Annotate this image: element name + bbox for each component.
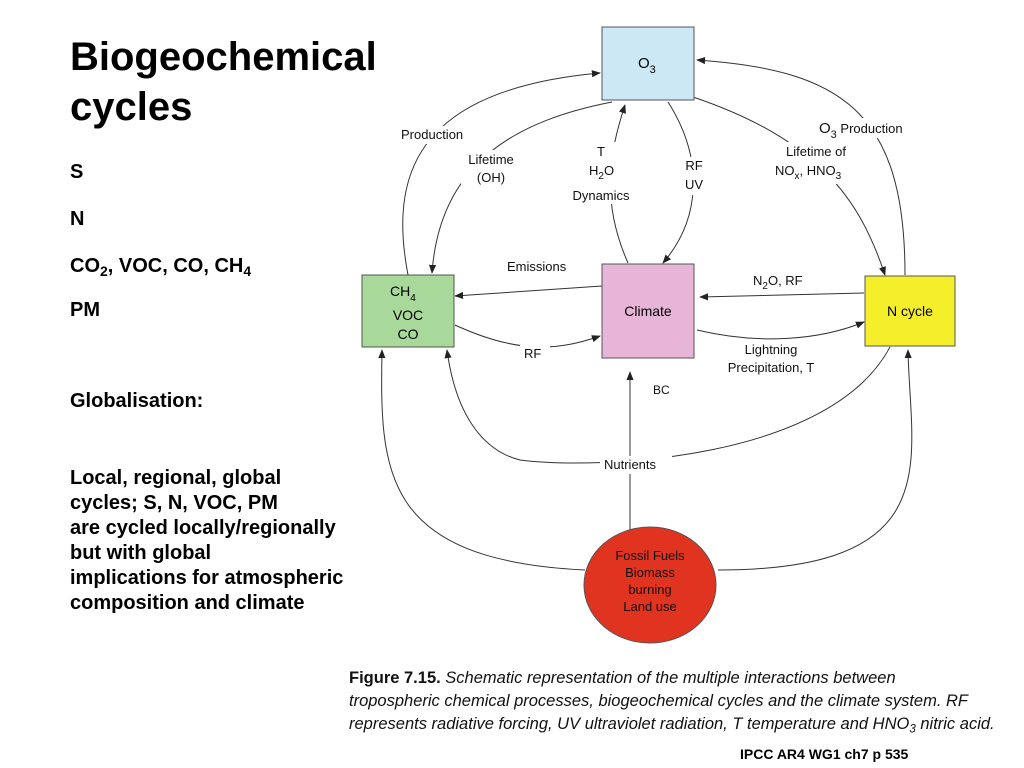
node-ncycle-label: N cycle bbox=[887, 303, 933, 319]
label-o3-production: O3 Production bbox=[819, 120, 903, 141]
node-climate-label: Climate bbox=[624, 303, 672, 319]
node-ch4 bbox=[361, 274, 455, 348]
node-climate bbox=[601, 263, 695, 359]
node-o3 bbox=[601, 26, 695, 101]
h2o-end: O bbox=[604, 163, 614, 178]
h2o-main: H bbox=[589, 163, 598, 178]
o3p-end: Production bbox=[837, 121, 903, 136]
arrow-ch4-to-climate bbox=[454, 324, 601, 348]
globalisation-paragraph: Local, regional, global cycles; S, N, VO… bbox=[70, 466, 430, 616]
o3p-sub: 3 bbox=[831, 129, 837, 141]
source-credit: IPCC AR4 WG1 ch7 p 535 bbox=[740, 746, 909, 762]
bullet-n: N bbox=[70, 208, 85, 230]
label-lifetime-of: Lifetime of bbox=[786, 144, 846, 159]
label-rf-lower: RF bbox=[524, 346, 541, 361]
arrow-climate-to-ch4 bbox=[454, 285, 603, 300]
ch4-sub: 4 bbox=[410, 293, 416, 304]
label-lightning: Lightning bbox=[745, 342, 798, 357]
caption-line-3: represents radiative forcing, UV ultravi… bbox=[349, 715, 995, 736]
arrow-ch4-to-o3 bbox=[402, 70, 601, 276]
label-production: Production bbox=[401, 127, 463, 142]
caption-line-1: Figure 7.15. Schematic representation of… bbox=[349, 669, 896, 687]
o3p-main: O bbox=[819, 120, 831, 137]
slide-title: Biogeochemical cycles bbox=[70, 32, 430, 132]
label-bc: BC bbox=[653, 383, 670, 397]
arrow-ncycle-to-o3 bbox=[696, 56, 906, 276]
bullet-s: S bbox=[70, 161, 84, 183]
h2o-sub: 2 bbox=[598, 171, 604, 182]
ch4-main: CH bbox=[390, 283, 410, 299]
label-n2o-rf: N2O, RF bbox=[753, 273, 803, 292]
nox-main: NO bbox=[775, 163, 795, 178]
n2o-main: N bbox=[753, 273, 762, 288]
paragraph-line: Local, regional, global bbox=[70, 467, 282, 489]
title-line-1: Biogeochemical bbox=[70, 35, 377, 79]
nox-mid: , HNO bbox=[800, 163, 836, 178]
node-ch4-line2: VOC bbox=[393, 307, 423, 323]
node-o3-label: O3 bbox=[638, 55, 656, 76]
fossil-line3: burning bbox=[628, 582, 671, 597]
label-lifetime-oh-1: Lifetime bbox=[468, 152, 514, 167]
n2o-sub: 2 bbox=[762, 281, 768, 292]
o3-main: O bbox=[638, 55, 650, 72]
node-ncycle bbox=[864, 275, 956, 347]
node-fossil bbox=[583, 526, 717, 644]
paragraph-line: cycles; S, N, VOC, PM bbox=[70, 492, 278, 514]
arrow-fossil-to-ch4 bbox=[378, 349, 586, 571]
title-line-2: cycles bbox=[70, 85, 193, 129]
label-precipitation: Precipitation, T bbox=[728, 360, 815, 375]
label-nutrients: Nutrients bbox=[604, 457, 657, 472]
paragraph-line: but with global bbox=[70, 542, 212, 564]
figure-caption: Figure 7.15. Schematic representation of… bbox=[349, 667, 995, 736]
fossil-line1: Fossil Fuels bbox=[615, 548, 685, 563]
arrow-climate-to-ncycle bbox=[696, 321, 865, 340]
paragraph-line: are cycled locally/regionally bbox=[70, 517, 336, 539]
label-h2o: H2O bbox=[589, 163, 614, 182]
label-lifetime-oh-2: (OH) bbox=[477, 170, 505, 185]
caption-line-2: tropospheric chemical processes, biogeoc… bbox=[349, 692, 969, 710]
label-uv: UV bbox=[685, 177, 703, 192]
nox-sub: x bbox=[795, 171, 800, 182]
bullet-pm: PM bbox=[70, 299, 100, 321]
arrow-ncycle-to-ch4 bbox=[444, 346, 891, 464]
n2o-end: O, RF bbox=[768, 273, 803, 288]
globalisation-heading: Globalisation: bbox=[70, 390, 204, 412]
figure-label: Figure 7.15. bbox=[349, 669, 441, 687]
paragraph-line: composition and climate bbox=[70, 592, 305, 614]
label-nox: NOx, HNO3 bbox=[775, 163, 842, 182]
nox-sub2: 3 bbox=[836, 171, 842, 182]
label-rf-upper: RF bbox=[685, 158, 702, 173]
label-emissions: Emissions bbox=[507, 259, 567, 274]
paragraph-line: implications for atmospheric bbox=[70, 567, 344, 589]
node-ch4-line1: CH4 bbox=[390, 283, 416, 304]
label-dynamics: Dynamics bbox=[572, 188, 630, 203]
node-ch4-line3: CO bbox=[398, 326, 419, 342]
arrow-ncycle-to-climate bbox=[699, 292, 865, 301]
arrow-fossil-to-ncycle bbox=[717, 349, 913, 571]
label-t: T bbox=[597, 144, 605, 159]
fossil-line4: Land use bbox=[623, 599, 677, 614]
bullet-carbon-species: CO2, VOC, CO, CH4 bbox=[70, 255, 252, 280]
fossil-line2: Biomass bbox=[625, 565, 675, 580]
o3-sub: 3 bbox=[650, 64, 656, 76]
